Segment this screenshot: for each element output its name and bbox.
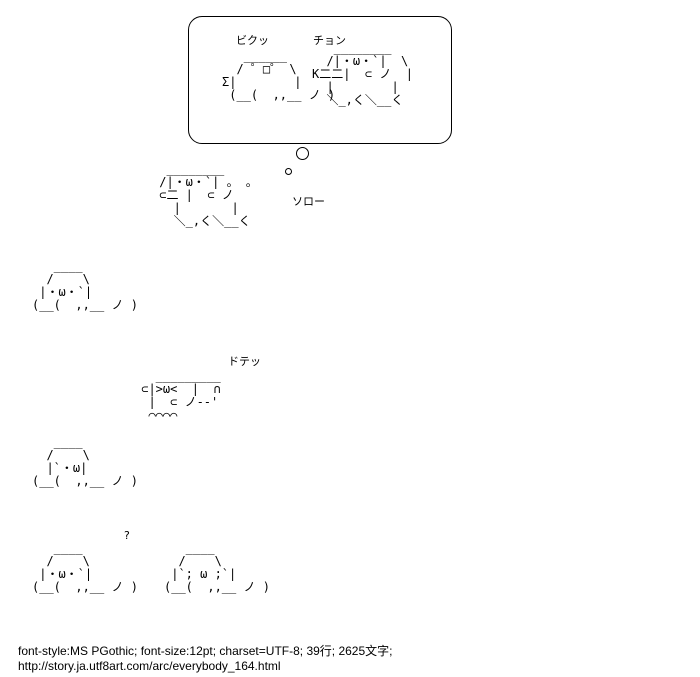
sitting-character-row5-left: ____ / \ |・ω・`| (__( ,,__ ノ ) (32, 541, 138, 594)
jumping-character: _________ ⊂|>ω< | ∩ | ⊂ ノ--' ⌒⌒⌒⌒ (141, 369, 221, 422)
sitting-character-row5-right: ____ / \ |`; ω ;`| (__( ,,__ ノ ) (164, 541, 270, 594)
sitting-character-row4: ____ / \ |`・ω| (__( ,,__ ノ ) (32, 435, 138, 488)
sfx-bikku: ビクッ (236, 34, 269, 47)
sfx-chon: チョン (313, 34, 346, 47)
footer-meta: font-style:MS PGothic; font-size:12pt; c… (18, 644, 393, 658)
thought-right-character: ________ /|・ω・`| \ K二二| ⊂ ノ | | | ＼_,く＼_… (312, 41, 414, 107)
sfx-question: ? (124, 529, 130, 542)
thought-left-character: ______ / ゜□゜ \ Σ| | (__( ,,__ ノ ) (222, 49, 336, 102)
sitting-character-row3: ____ / \ |・ω・`| (__( ,,__ ノ ) (32, 259, 138, 312)
peeking-character: ________ /|・ω・`| 。 。 ⊂二 | ⊂ ノ | | ＼_,く＼_… (159, 162, 258, 228)
sfx-soro: ソロー (292, 195, 325, 208)
sfx-dote: ドテッ (228, 355, 261, 368)
footer-url[interactable]: http://story.ja.utf8art.com/arc/everybod… (18, 659, 281, 673)
thought-bubble (188, 16, 452, 144)
thought-dot-small (285, 168, 292, 175)
thought-dot-large (296, 147, 309, 160)
